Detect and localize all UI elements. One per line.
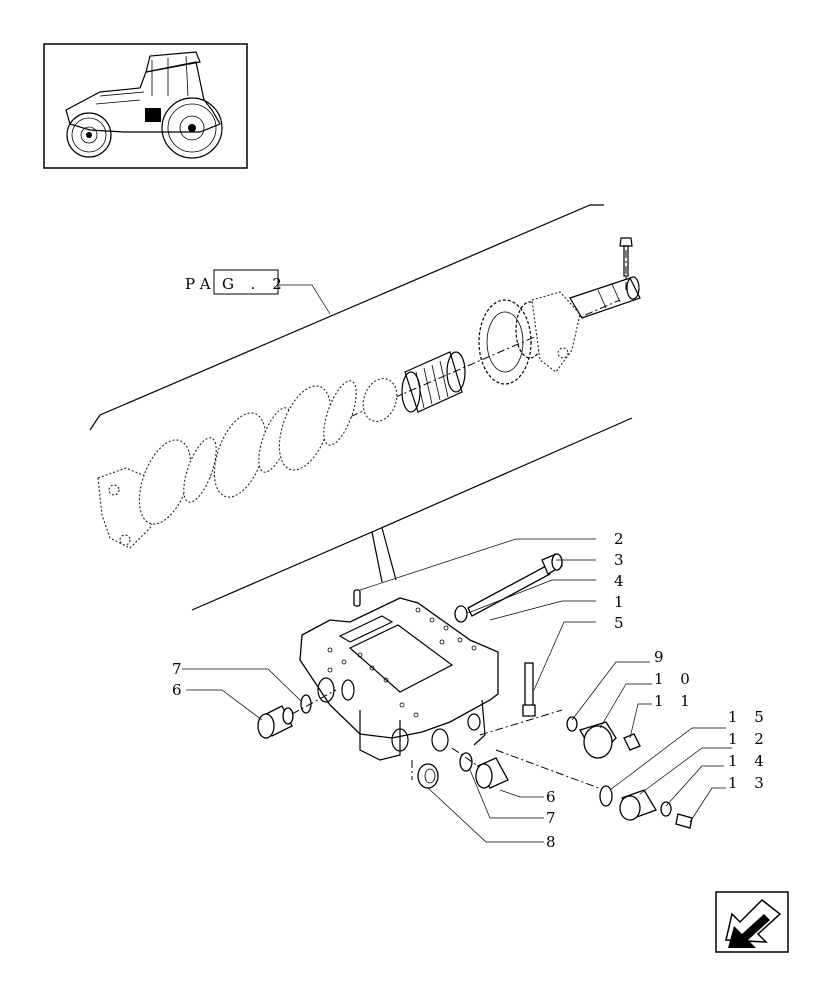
leader-lines	[182, 538, 732, 843]
long-bolt	[467, 553, 563, 617]
plug-left	[257, 705, 294, 739]
tractor-thumbnail-icon	[43, 43, 248, 169]
callout-1: 1	[614, 593, 630, 611]
cover-plate	[579, 721, 617, 760]
o-ring-cover	[566, 716, 578, 732]
previous-page-arrow-icon	[725, 899, 782, 948]
plug-cap	[619, 789, 657, 821]
axis-plug	[495, 749, 605, 791]
upper-assembly-reference: PA G . 2	[89, 204, 641, 549]
splined-hub	[401, 351, 466, 413]
section-frame-line	[191, 417, 633, 611]
o-ring-plug	[599, 785, 613, 807]
callout-3: 3	[614, 551, 630, 569]
cover-screw	[623, 733, 641, 751]
vertical-bolt	[522, 662, 536, 717]
plug-right	[475, 757, 509, 789]
callout-8: 8	[546, 833, 562, 851]
axis-cover	[479, 709, 563, 736]
callout-labels: 2 3 4 1 5 9 1 0 1 1 1 5 1 2 1 4 1 3 7 6 …	[172, 530, 770, 851]
callout-12: 1 2	[728, 730, 770, 748]
callout-6-right: 6	[546, 788, 562, 806]
callout-15: 1 5	[728, 708, 770, 726]
callout-11: 1 1	[654, 692, 696, 710]
callout-6-left: 6	[172, 681, 188, 699]
callout-5: 5	[614, 614, 630, 632]
callout-7-left: 7	[172, 660, 188, 678]
callout-7-right: 7	[546, 809, 562, 827]
bushing	[417, 763, 439, 789]
callout-14: 1 4	[728, 752, 770, 770]
o-ring-right	[459, 752, 473, 772]
callout-9: 9	[654, 648, 670, 666]
callout-13: 1 3	[728, 774, 770, 792]
callout-2: 2	[614, 530, 630, 548]
cap-screw	[675, 813, 693, 829]
lift-housing	[299, 597, 499, 761]
previous-page-button[interactable]	[715, 891, 789, 953]
disc-pack	[138, 378, 398, 525]
axis-right	[451, 747, 479, 767]
washer-small	[660, 801, 672, 817]
page-reference-label: PA G . 2	[185, 269, 331, 315]
section-frame-line-stub	[381, 527, 397, 581]
callout-10: 1 0	[654, 670, 696, 688]
callout-4: 4	[614, 572, 630, 590]
page-reference-number: G . 2	[222, 275, 288, 293]
dowel-pin	[353, 589, 361, 607]
page-reference-prefix: PA	[185, 275, 217, 293]
washer	[454, 605, 468, 623]
